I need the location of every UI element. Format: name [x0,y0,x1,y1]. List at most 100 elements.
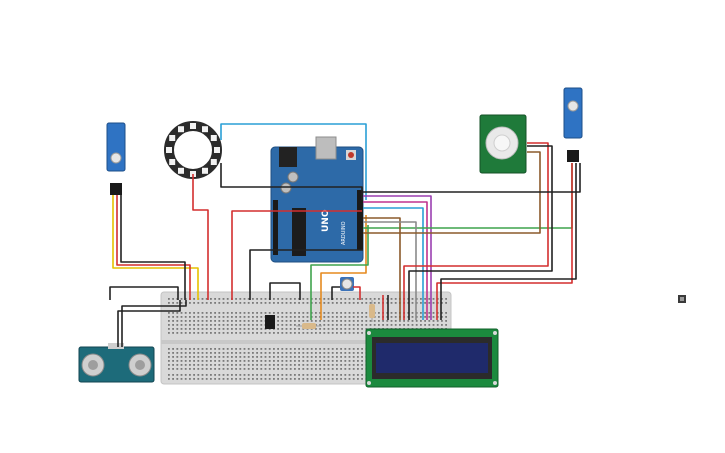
wire-green[interactable] [310,225,369,320]
breadboard-hole [176,356,179,358]
breadboard-hole [310,348,313,350]
breadboard-hole [176,324,179,326]
breadboard-hole [302,316,305,318]
breadboard-hole [243,302,246,304]
breadboard-hole [352,312,355,314]
breadboard-hole [193,368,195,370]
breadboard-hole [306,302,309,304]
servo-right-body [563,87,583,139]
breadboard-hole [205,352,208,354]
breadboard-hole [331,348,334,350]
neopixel-led [210,135,217,141]
breadboard-hole [445,302,447,304]
breadboard-hole [336,348,338,350]
wire-brown[interactable] [363,217,401,320]
breadboard-hole [336,368,338,370]
breadboard-hole [197,324,200,326]
breadboard-hole [268,356,271,358]
pir-sensor[interactable] [479,114,527,174]
breadboard-hole [226,356,229,358]
servo-left[interactable] [106,122,126,195]
breadboard-hole [352,302,355,304]
breadboard-hole [214,316,216,318]
breadboard-hole [298,328,300,330]
breadboard-hole [172,320,174,322]
resistor-1[interactable] [296,323,322,329]
wire-red[interactable] [231,210,362,300]
potentiometer[interactable] [340,277,354,291]
ultrasonic-sensor[interactable] [78,343,155,383]
breadboard-hole [260,364,263,366]
wire-black[interactable] [121,300,187,347]
breadboard-hole [319,360,321,362]
wire-black[interactable] [109,286,179,300]
neopixel-ring[interactable] [164,121,222,179]
breadboard-hole [327,378,330,380]
wire-blue[interactable] [363,207,424,320]
breadboard-hole [252,374,254,376]
breadboard-hole [239,328,242,330]
wire-magenta[interactable] [363,201,428,320]
breadboard-hole [436,320,439,322]
breadboard-hole [344,348,347,350]
breadboard-hole [214,364,216,366]
wire-purple[interactable] [363,195,432,320]
breadboard-hole [302,368,305,370]
wire-black[interactable] [269,282,301,300]
transistor[interactable] [265,315,275,329]
breadboard-hole [168,332,170,334]
breadboard-hole [214,328,216,330]
breadboard-hole [268,302,271,304]
breadboard-hole [298,364,300,366]
breadboard-hole [239,368,242,370]
resistor-2[interactable] [369,300,375,322]
breadboard-hole [340,352,342,354]
breadboard-hole [281,328,284,330]
breadboard-hole [352,298,355,300]
wire-red[interactable] [403,142,549,320]
servo-right[interactable] [563,87,583,162]
breadboard-hole [210,324,212,326]
wire-yellow[interactable] [112,195,199,300]
breadboard-hole [180,360,183,362]
breadboard-hole [205,324,208,326]
wire-black[interactable] [220,163,363,200]
wire-orange[interactable] [320,215,367,320]
wire-gray[interactable] [363,221,417,320]
breadboard-hole [235,312,237,314]
lcd-display[interactable] [365,328,499,388]
wire-black[interactable] [331,286,340,300]
arduino-board[interactable]: UNO ARDUINO [270,136,364,263]
breadboard-hole [264,312,267,314]
breadboard-hole [302,320,305,322]
wire-red[interactable] [116,195,191,300]
wire-black[interactable] [249,249,363,300]
breadboard-hole [226,328,229,330]
breadboard-hole [365,302,368,304]
wire-black[interactable] [408,145,553,320]
breadboard-hole [273,364,275,366]
breadboard-hole [273,302,275,304]
breadboard-hole [214,332,216,334]
breadboard-hole [319,364,321,366]
breadboard-hole [231,324,233,326]
breadboard-hole [189,356,191,358]
wires [109,123,581,347]
breadboard-hole [210,312,212,314]
wire-black[interactable] [120,195,186,300]
breadboard-hole [336,312,338,314]
wire-black[interactable] [440,163,577,320]
wire-black[interactable] [363,163,581,193]
button-icon[interactable] [677,289,687,303]
breadboard-hole [428,298,431,300]
wire-blue[interactable] [220,123,367,200]
capacitor-1 [287,171,299,183]
breadboard-hole [168,368,170,370]
breadboard-hole [205,368,208,370]
breadboard-hole [344,324,347,326]
wire-red[interactable] [353,286,361,300]
breadboard-hole [201,374,204,376]
wire-red[interactable] [192,174,209,300]
breadboard-hole [189,302,191,304]
wire-red[interactable] [436,163,573,320]
